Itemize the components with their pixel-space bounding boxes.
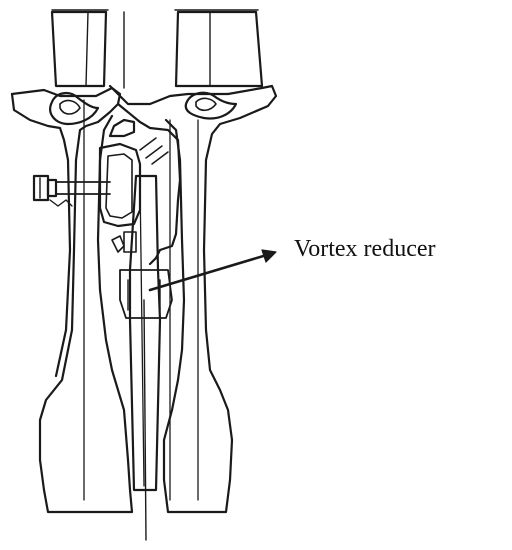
line-drawing bbox=[10, 9, 278, 541]
vortex-reducer-label: Vortex reducer bbox=[294, 236, 436, 262]
cover-plate-assembly bbox=[32, 102, 182, 266]
vortex-reducer-plate bbox=[119, 174, 173, 492]
left-disc bbox=[10, 86, 134, 514]
left-blade bbox=[50, 9, 109, 88]
callout-arrow bbox=[148, 249, 277, 292]
right-disc bbox=[108, 84, 278, 514]
right-blade bbox=[174, 9, 264, 88]
